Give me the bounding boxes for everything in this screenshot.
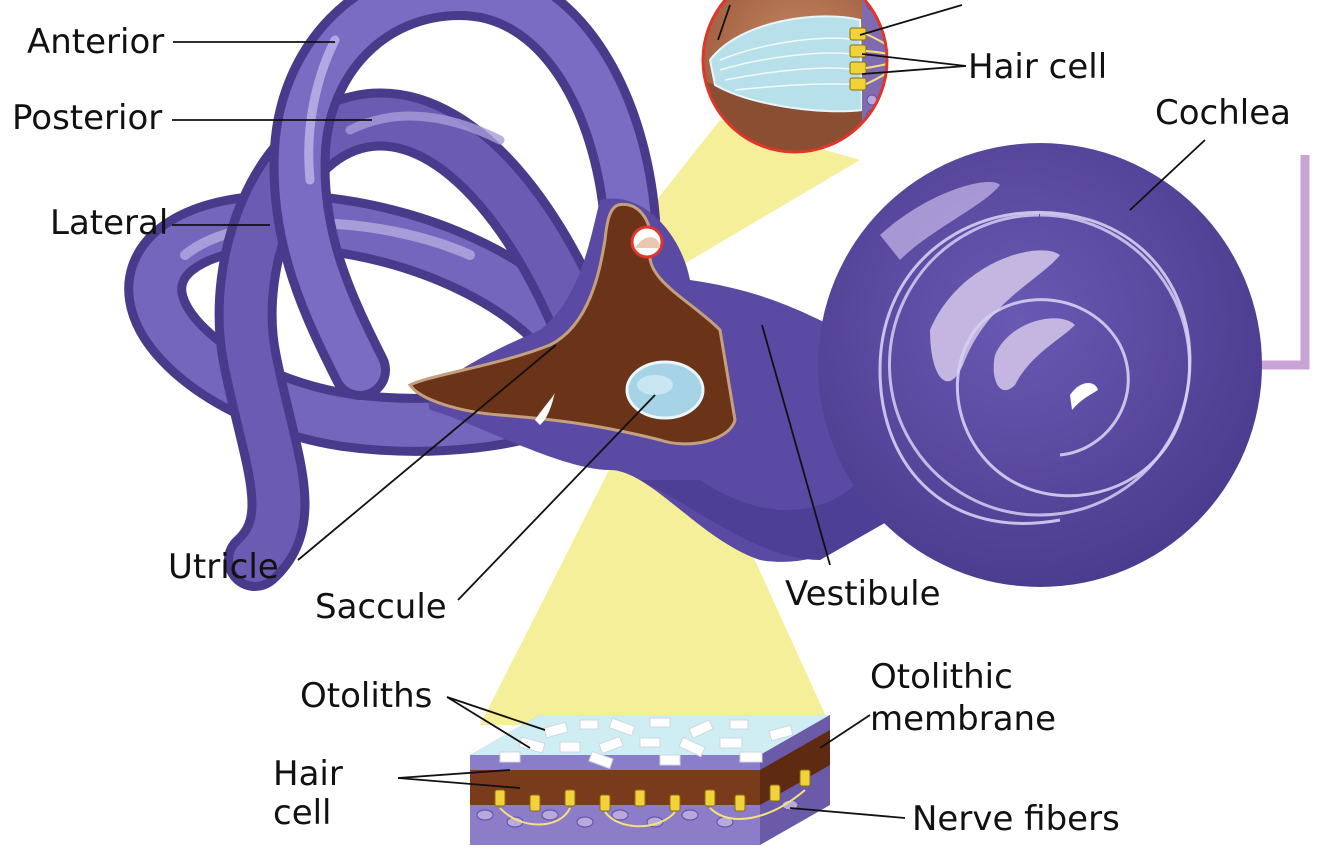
label-saccule: Saccule [315,587,447,627]
label-cochlea: Cochlea [1155,93,1291,133]
label-otoliths: Otoliths [300,676,432,716]
label-hair-cell-top: Hair cell [968,47,1107,87]
label-anterior: Anterior [27,22,164,62]
label-lateral: Lateral [50,203,168,243]
side-bracket [1262,155,1305,365]
otolith-block [470,715,830,845]
label-hair-cell-bottom-line2: cell [273,793,332,833]
cochlea [818,143,1262,587]
label-utricle: Utricle [168,547,279,587]
label-otolithic-membrane-line2: membrane [870,699,1056,739]
label-vestibule: Vestibule [785,574,941,614]
label-hair-cell-bottom-line1: Hair [273,754,343,794]
label-posterior: Posterior [12,98,162,138]
label-nerve-fibers: Nerve fibers [912,799,1120,839]
label-otolithic-membrane-line1: Otolithic [870,657,1013,697]
